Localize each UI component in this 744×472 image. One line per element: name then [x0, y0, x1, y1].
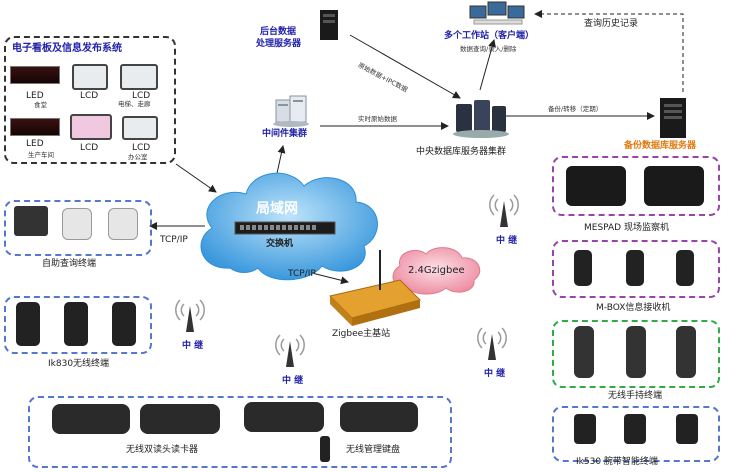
ik830-box — [4, 296, 152, 354]
lcd-display-icon — [122, 116, 158, 140]
ik530-box — [552, 406, 720, 462]
central-db-server-icon — [453, 100, 509, 138]
display-label: LCD — [132, 143, 151, 153]
mbox-box — [552, 240, 720, 298]
dual-reader-label: 无线双读头读卡器 — [126, 445, 199, 455]
backup-server-icon — [660, 98, 686, 138]
handheld-device-icon — [626, 326, 646, 378]
display-label: LCD — [80, 143, 99, 153]
middleware-label: 中间件集群 — [262, 129, 308, 139]
card-reader-icon — [108, 208, 138, 240]
dual-reader-icon — [244, 402, 324, 432]
mespad-device-icon — [566, 166, 626, 206]
display-sub-label: 办公室 — [128, 153, 148, 161]
wristband-device-icon — [574, 414, 596, 444]
display-label: LCD — [132, 91, 151, 101]
middleware-server-icon — [273, 95, 309, 127]
self-query-box — [4, 200, 152, 256]
display-label: LCD — [80, 91, 99, 101]
arrow-backend-to-db — [349, 34, 461, 99]
handheld-label: 无线手持终端 — [608, 391, 663, 401]
relay-label: 中 继 — [282, 376, 304, 386]
workstations-ops-label: 数据查询/录入/删除 — [460, 45, 517, 53]
self-query-label: 自助查询终端 — [42, 259, 97, 269]
display-sub-label: 食堂 — [34, 101, 47, 109]
zigbee-station-label: Zigbee主基站 — [332, 329, 391, 339]
ik530-label: Ik530 腕带智能终端 — [576, 457, 658, 467]
workstations-label: 多个工作站（客户端） — [444, 31, 535, 41]
handheld-device-icon — [676, 326, 696, 378]
ik830-device-icon — [16, 302, 40, 346]
query-history-label: 查询历史记录 — [584, 19, 639, 29]
lan-cloud — [200, 172, 378, 281]
lcd-display-icon — [72, 64, 108, 90]
card-reader-icon — [62, 208, 92, 240]
relay-label: 中 继 — [496, 236, 518, 246]
display-system-box — [4, 36, 176, 164]
mbox-label: M-BOX信息接收机 — [596, 303, 671, 313]
ik830-device-icon — [112, 302, 136, 346]
arrow-query-history — [534, 10, 684, 92]
kiosk-terminal-icon — [14, 206, 48, 236]
wristband-device-icon — [624, 414, 646, 444]
handheld-box — [552, 320, 720, 388]
lcd-display-icon — [70, 114, 112, 140]
realtime-data-label: 实时原始数据 — [358, 115, 397, 123]
led-display-icon — [10, 66, 60, 84]
zigbee-station-icon — [329, 250, 421, 326]
backup-transfer-label: 备份/转移（定期） — [548, 105, 603, 113]
backend-server-label-2: 处理服务器 — [256, 39, 302, 49]
mbox-device-icon — [626, 250, 644, 286]
display-label: LED — [26, 91, 44, 101]
display-label: LED — [26, 139, 44, 149]
dual-reader-icon — [140, 404, 220, 434]
display-sub-label: 生产车间 — [28, 151, 54, 159]
switch-label: 交换机 — [266, 239, 294, 249]
ik830-device-icon — [64, 302, 88, 346]
relay-tower-icon — [489, 194, 519, 227]
arrow-display-to-lan — [175, 163, 217, 193]
relay-tower-icon — [175, 299, 205, 332]
backend-server-label: 后台数据 — [260, 27, 297, 37]
mespad-label: MESPAD 现场监察机 — [584, 223, 669, 233]
wireless-keyboard-label: 无线管理键盘 — [346, 445, 401, 455]
tcpip-label-center: TCP/IP — [288, 269, 316, 279]
remote-control-icon — [320, 436, 330, 462]
lan-label: 局域网 — [256, 201, 298, 217]
central-db-label: 中央数据库服务器集群 — [416, 147, 507, 157]
reader-box — [28, 396, 452, 468]
handheld-device-icon — [574, 326, 594, 378]
workstations-icon — [469, 1, 525, 25]
backend-server-icon — [320, 10, 338, 40]
relay-tower-icon — [477, 327, 507, 360]
display-box-title: 电子看板及信息发布系统 — [12, 43, 122, 54]
mespad-box — [552, 156, 720, 216]
relay-label: 中 继 — [182, 341, 204, 351]
lcd-display-icon — [120, 64, 158, 90]
dual-reader-icon — [52, 404, 130, 434]
mespad-device-icon — [644, 166, 704, 206]
led-display-icon — [10, 118, 60, 136]
zigbee-cloud — [392, 247, 481, 295]
relay-label: 中 继 — [484, 369, 506, 379]
display-sub-label: 电梯、走廊 — [118, 100, 151, 108]
backup-server-label: 备份数据库服务器 — [624, 141, 697, 151]
relay-tower-icon — [275, 334, 305, 367]
ik830-label: Ik830无线终端 — [48, 359, 110, 369]
wristband-device-icon — [676, 414, 698, 444]
arrow-db-to-workstations — [479, 39, 496, 91]
mbox-device-icon — [574, 250, 592, 286]
dual-reader-icon — [340, 402, 418, 432]
tcpip-label-left: TCP/IP — [160, 235, 188, 245]
zigbee-label: 2.4Gzigbee — [408, 265, 465, 276]
mbox-device-icon — [676, 250, 694, 286]
